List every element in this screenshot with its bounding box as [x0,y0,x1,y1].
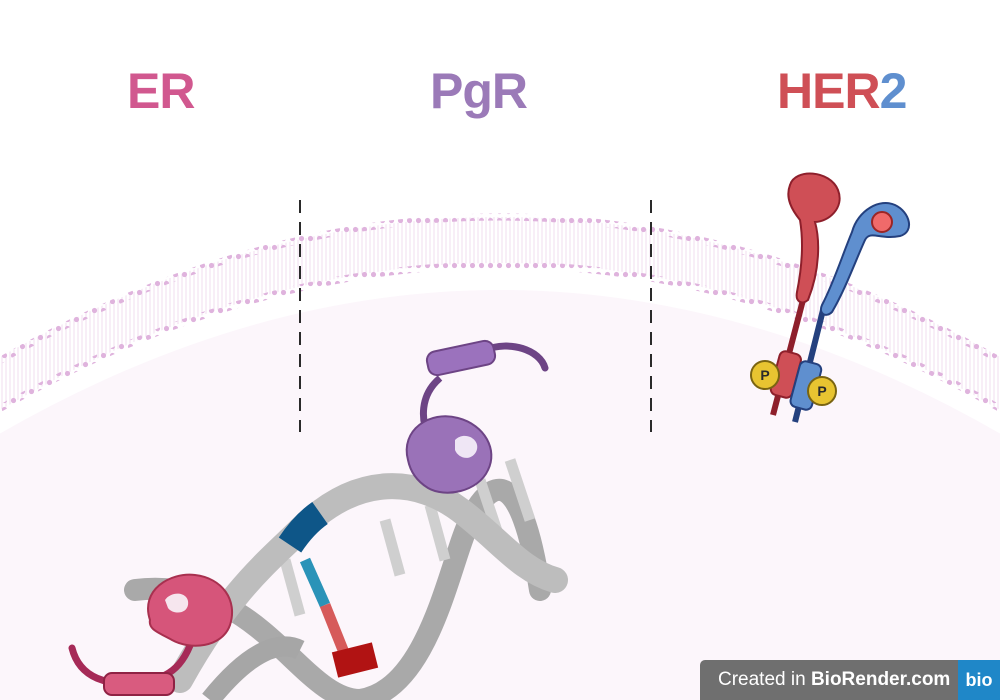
dna-back-strand [124,478,551,700]
pgr-receptor [405,339,549,494]
cell-membrane [0,213,1000,413]
membrane-outer-leaflet [0,213,1000,365]
phosphate-left [750,360,780,390]
pgr-ligand-pocket [455,435,478,458]
biorender-watermark[interactable]: Created in BioRender.com bio [700,660,1000,700]
er-ligand-binding-domain [147,573,233,647]
dna-front-strand [167,473,568,693]
base-pair-red [319,602,351,658]
her2-dimer: P P [750,172,910,423]
membrane-tails [0,217,1000,411]
pgr-hinge-domain [425,339,497,377]
er-hinge-domain [103,672,175,696]
watermark-brand: BioRender.com [810,669,951,690]
membrane-inner-leaflet [0,261,1000,413]
base-pair [279,558,306,617]
watermark-text: Created in BioRender.com [718,669,950,691]
her2-label-main: HER [777,63,881,119]
her2-red-extracellular [787,172,841,304]
pgr-ligand-binding-domain [405,415,493,494]
base-pair [504,458,536,522]
base-pair-blue [299,557,331,608]
er-ligand-pocket [165,593,189,613]
her2-label: HER2 [777,62,908,120]
phosphate-left-label: P [760,367,769,383]
base-pair [379,518,406,577]
dna-helix [124,458,568,700]
er-receptor [68,573,233,696]
base-pair [424,503,451,562]
biorender-logo-icon: bio [958,660,1000,700]
phosphate-right-label: P [817,383,826,399]
her2-label-suffix: 2 [879,63,908,119]
pgr-label: PgR [430,63,528,119]
dna-lower-strand [202,636,305,700]
er-label: ER [127,63,195,119]
phosphate-right [807,376,837,406]
dna-segment-dark-blue [278,501,328,553]
watermark-prefix: Created in [718,669,811,690]
dna-segment-dark-red [331,642,379,678]
her2-ligand [871,211,893,233]
